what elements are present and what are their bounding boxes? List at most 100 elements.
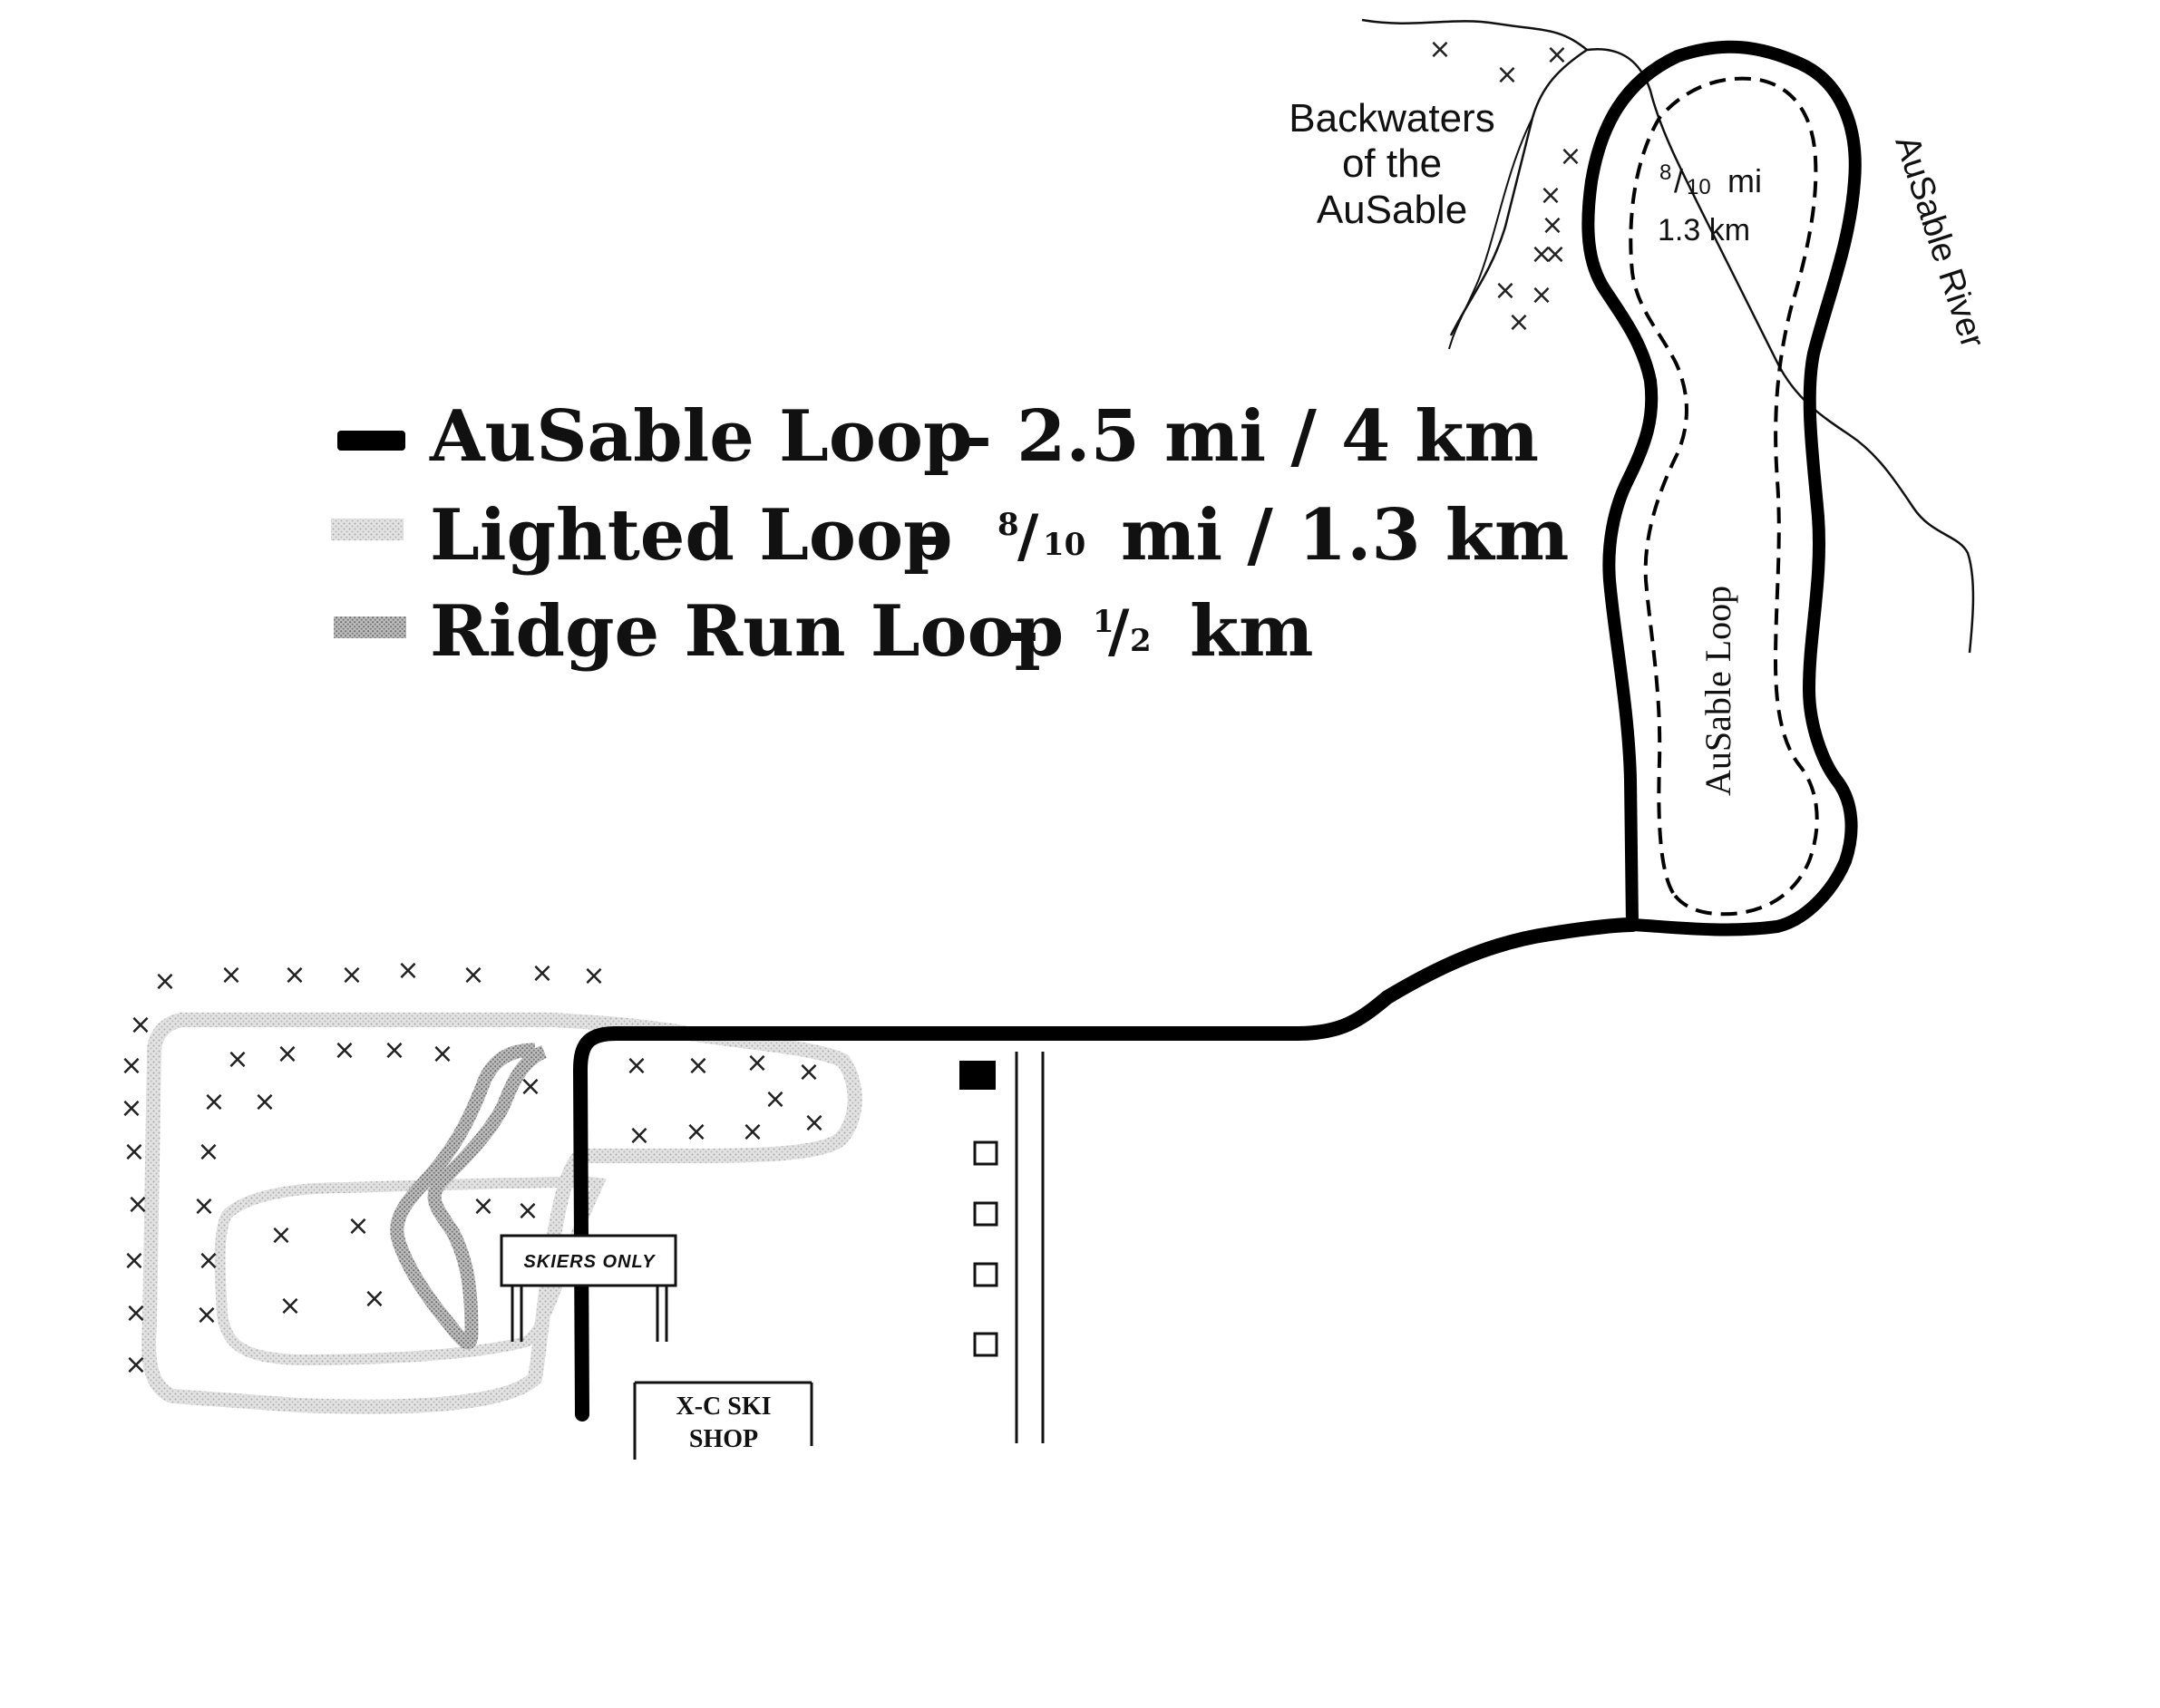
river-bank xyxy=(1586,47,1975,654)
legend-ridge-frac-den: 2 xyxy=(1130,623,1152,659)
x-tree-icon: × xyxy=(686,1050,709,1082)
x-tree-icon: × xyxy=(197,1136,219,1168)
x-tree-icon: × xyxy=(685,1116,707,1148)
inner-frac-num: 8 xyxy=(1659,160,1671,185)
legend-lighted-name: Lighted Loop xyxy=(430,494,953,577)
x-tree-icon: × xyxy=(383,1034,405,1066)
x-tree-icon: × xyxy=(1539,180,1562,211)
legend-swatch-ausable xyxy=(337,431,405,451)
river-label: AuSable River xyxy=(1887,131,1991,353)
backwaters-label-line1: Backwaters xyxy=(1289,96,1494,141)
x-tree-icon: × xyxy=(1543,238,1566,270)
x-tree-icon: × xyxy=(120,1092,142,1124)
x-tree-icon: × xyxy=(269,1219,292,1251)
building-filled-icon xyxy=(959,1061,996,1090)
legend-ridge-name: Ridge Run Loop xyxy=(430,590,1064,673)
legend: AuSable Loop – 2.5 mi / 4 km Lighted Loo… xyxy=(331,395,1569,673)
legend-lighted-frac-num: 8 xyxy=(997,507,1019,543)
x-tree-icon: × xyxy=(276,1038,298,1070)
x-tree-icon: × xyxy=(363,1283,385,1315)
x-tree-icon: × xyxy=(519,1071,541,1102)
inner-dashed-loop xyxy=(1629,76,1819,917)
x-tree-icon: × xyxy=(120,1050,142,1082)
x-tree-icon: × xyxy=(764,1083,786,1115)
x-tree-icon: × xyxy=(1428,34,1451,65)
x-tree-icon: × xyxy=(797,1056,820,1088)
ski-shop-label-line1: X-C SKI xyxy=(676,1393,771,1421)
backwaters-shoreline xyxy=(1361,18,1590,336)
x-tree-icon: × xyxy=(1507,306,1530,338)
building-square-icon xyxy=(973,1201,998,1227)
inner-frac-den: 10 xyxy=(1687,175,1711,199)
inner-unit: mi xyxy=(1727,162,1762,199)
x-tree-icon: × xyxy=(126,1189,149,1220)
x-tree-icon: × xyxy=(1559,141,1581,172)
legend-ridge-distance: km xyxy=(1190,590,1314,673)
legend-ridge-dash: – xyxy=(1004,590,1039,673)
x-tree-icon: × xyxy=(472,1190,494,1222)
x-tree-icon: × xyxy=(431,1038,453,1070)
ausable-loop-upper xyxy=(1581,40,1862,936)
building-square-icon xyxy=(973,1140,998,1166)
ski-shop-building: X-C SKI SHOP xyxy=(633,1381,813,1460)
ridge-run-loop-path xyxy=(390,1043,548,1350)
inner-distance-label: 8 / 10 mi 1.3 km xyxy=(1658,160,1762,247)
x-tree-icon: × xyxy=(124,1349,147,1381)
x-tree-icon: × xyxy=(219,959,242,991)
legend-ausable-name: AuSable Loop xyxy=(429,395,972,478)
legend-lighted-frac-den: 10 xyxy=(1043,527,1085,563)
inner-km: 1.3 km xyxy=(1658,213,1750,247)
x-tree-icon: × xyxy=(202,1086,225,1118)
backwaters-shoreline-inner xyxy=(1448,117,1533,350)
legend-lighted-frac-slash: / xyxy=(1017,502,1039,570)
ski-shop-label-line2: SHOP xyxy=(689,1425,758,1453)
loop-vertical-label: AuSable Loop xyxy=(1698,586,1738,796)
skiers-only-text: SKIERS ONLY xyxy=(523,1252,656,1272)
legend-lighted-dash: – xyxy=(907,494,942,577)
x-tree-icon: × xyxy=(226,1043,248,1075)
x-tree-icon: × xyxy=(745,1047,768,1079)
x-tree-icon: × xyxy=(283,959,306,991)
x-tree-icon: × xyxy=(516,1195,539,1227)
x-tree-icon: × xyxy=(625,1050,647,1082)
x-tree-icon: × xyxy=(1541,209,1563,241)
x-tree-icon: × xyxy=(197,1245,219,1276)
x-tree-icon: × xyxy=(333,1034,355,1066)
backwaters-label-line3: AuSable xyxy=(1317,188,1467,232)
x-tree-icon: × xyxy=(122,1245,145,1276)
x-tree-icon: × xyxy=(741,1116,764,1148)
tree-markers: × × × × × × × × × × × × × × × × × × × × × × × × × × × × × × × × × × × × × × × ×… xyxy=(120,34,1581,1381)
building-square-icon xyxy=(973,1332,998,1357)
x-tree-icon: × xyxy=(530,957,553,989)
x-tree-icon: × xyxy=(278,1290,301,1322)
x-tree-icon: × xyxy=(462,959,484,991)
x-tree-icon: × xyxy=(346,1210,369,1242)
x-tree-icon: × xyxy=(122,1136,145,1168)
x-tree-icon: × xyxy=(396,955,419,986)
legend-swatch-lighted xyxy=(331,519,404,540)
x-tree-icon: × xyxy=(153,966,176,997)
x-tree-icon: × xyxy=(129,1009,151,1041)
x-tree-icon: × xyxy=(253,1086,276,1118)
legend-lighted-distance: mi / 1.3 km xyxy=(1121,494,1569,577)
x-tree-icon: × xyxy=(582,960,605,992)
x-tree-icon: × xyxy=(1545,39,1568,71)
x-tree-icon: × xyxy=(124,1297,147,1329)
legend-ridge-frac-num: 1 xyxy=(1093,604,1114,640)
x-tree-icon: × xyxy=(340,959,363,991)
skiers-only-sign: SKIERS ONLY xyxy=(500,1234,677,1342)
x-tree-icon: × xyxy=(195,1299,218,1331)
backwaters-label-line2: of the xyxy=(1342,141,1442,186)
lighted-loop-inner xyxy=(214,1176,607,1366)
x-tree-icon: × xyxy=(1530,279,1552,311)
x-tree-icon: × xyxy=(1494,275,1516,306)
building-square-icon xyxy=(973,1262,998,1287)
legend-ausable-distance: – 2.5 mi / 4 km xyxy=(957,395,1539,478)
x-tree-icon: × xyxy=(628,1120,650,1151)
x-tree-icon: × xyxy=(803,1107,825,1139)
legend-swatch-ridge xyxy=(334,616,406,638)
inner-frac-slash: / xyxy=(1674,162,1683,199)
x-tree-icon: × xyxy=(1530,238,1552,270)
